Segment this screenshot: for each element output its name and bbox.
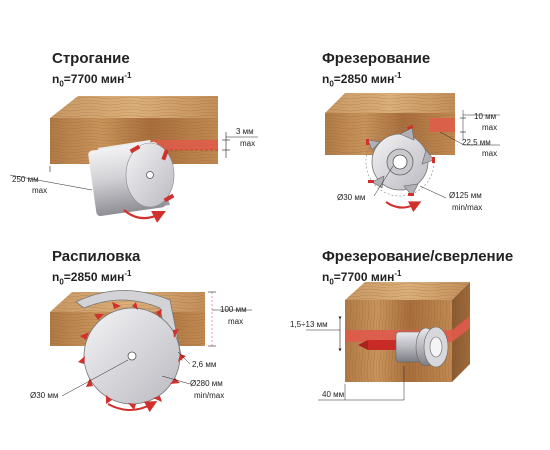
drilling-speed: n0=7700 мин-1 (322, 269, 402, 287)
milling-height-max: max (482, 149, 497, 158)
sawing-illustration (50, 290, 252, 413)
sawing-bore-label: Ø30 мм (30, 391, 58, 400)
milling-cut-zone (430, 118, 455, 132)
milling-rotation-arrow (385, 201, 422, 213)
sawing-kerf-label: 2,6 мм (192, 360, 216, 369)
milling-height-label: 22,5 мм (462, 138, 491, 147)
milling-diameter-label: Ø125 мм (449, 191, 482, 200)
saw-teeth (78, 302, 186, 410)
sawing-title: Распиловка (52, 248, 141, 265)
drilling-title: Фрезерование/сверление (322, 248, 514, 265)
drilling-diameter-label: 1,5÷13 мм (290, 320, 328, 329)
planing-depth-max: max (240, 139, 255, 148)
milling-speed: n0=2850 мин-1 (322, 71, 402, 89)
milling-illustration (325, 93, 500, 213)
sawing-diameter-label: Ø280 мм (190, 379, 223, 388)
planing-title: Строгание (52, 50, 130, 67)
drilling-depth-label: 40 мм (322, 390, 344, 399)
milling-bore-label: Ø30 мм (337, 193, 365, 202)
sawing-speed: n0=2850 мин-1 (52, 269, 132, 287)
drill-bit (368, 340, 412, 350)
planing-width-label: 250 мм (12, 175, 39, 184)
drilling-illustration (306, 282, 470, 401)
planing-depth-label: 3 мм (236, 127, 254, 136)
milling-depth-label: 10 мм (474, 112, 496, 121)
planing-width-max: max (32, 186, 47, 195)
sawing-depth-label: 100 мм (220, 305, 247, 314)
planing-rotation-arrow (123, 209, 166, 223)
planing-cut-zone (150, 140, 218, 150)
planing-illustration (9, 96, 258, 223)
planing-speed: n0=7700 мин-1 (52, 71, 132, 89)
milling-title: Фрезерование (322, 50, 431, 67)
sawing-depth-max: max (228, 317, 243, 326)
milling-diameter-range: min/max (452, 203, 482, 212)
milling-depth-max: max (482, 123, 497, 132)
sawing-rotation-arrow (107, 401, 158, 413)
sawing-diameter-range: min/max (194, 391, 224, 400)
